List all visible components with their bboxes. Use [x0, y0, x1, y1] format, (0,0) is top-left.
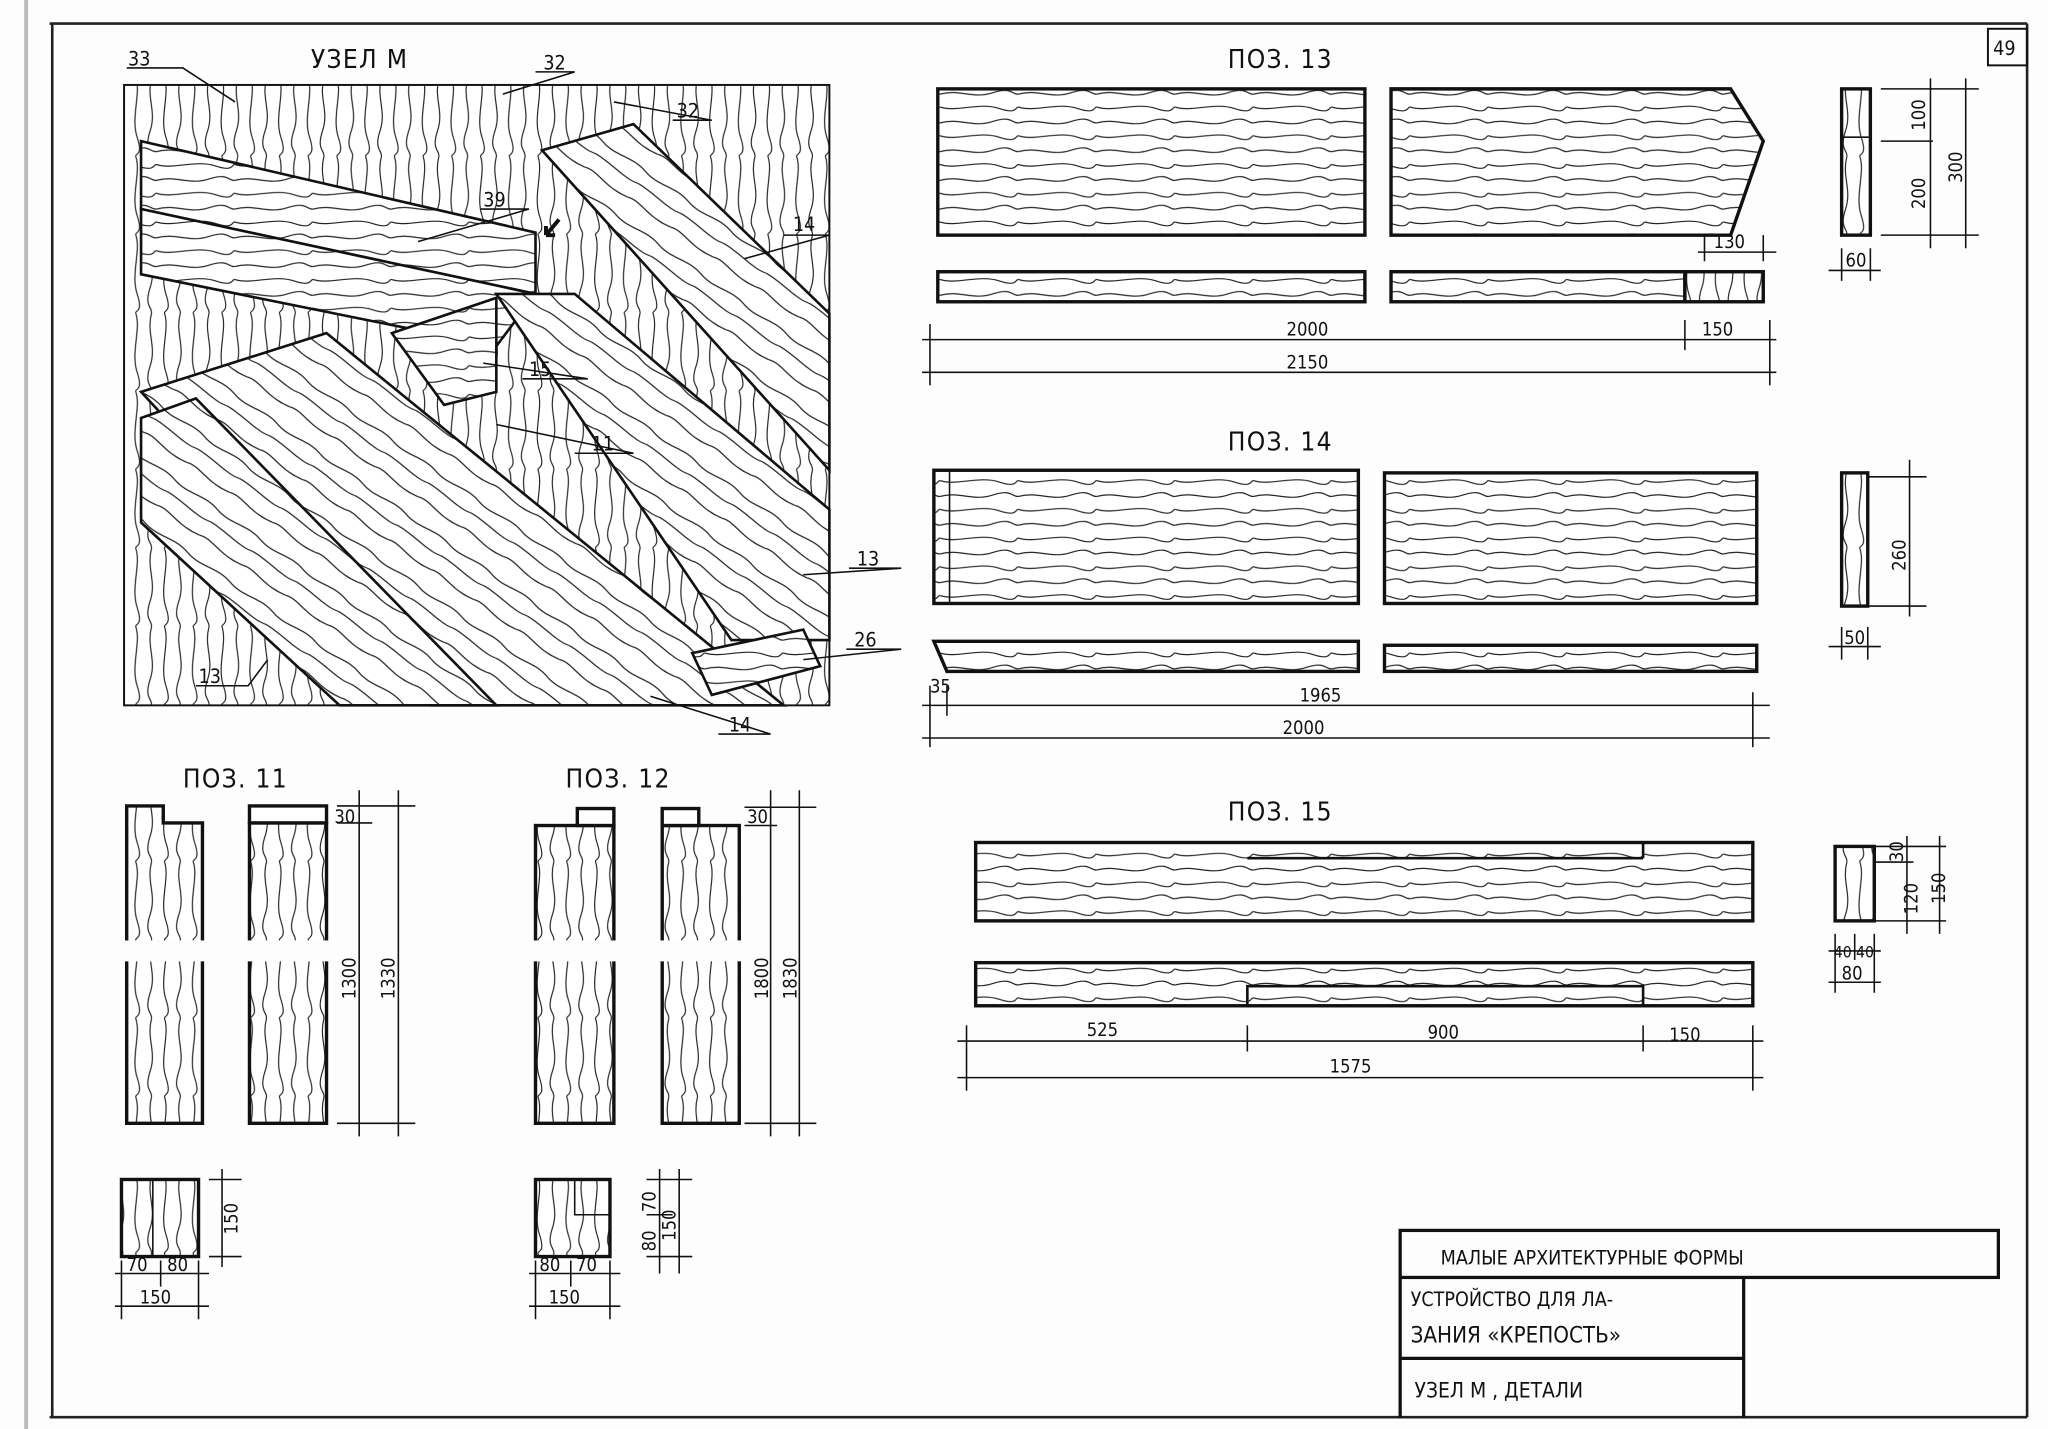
page-number: 49	[1993, 37, 2015, 60]
pos15-dim-a: 525	[1087, 1020, 1118, 1041]
pos11-sec-w1: 70	[127, 1255, 148, 1276]
sheet-frame	[24, 0, 2029, 1429]
pos14-sec-h: 260	[1890, 539, 1911, 570]
pos15-sec-w2: 40	[1856, 942, 1874, 961]
pos11-sec-h: 150	[222, 1203, 243, 1234]
pos15-detail: ПОЗ. 15 525 900 150 1575 30 120 150 40 4…	[957, 797, 1950, 1091]
callout-32b: 32	[677, 100, 699, 123]
pos14-dim-bevel: 35	[930, 676, 951, 697]
callout-13: 13	[857, 548, 879, 571]
pos13-dim-tip: 130	[1714, 232, 1745, 253]
node-m-title: УЗЕЛ М	[311, 45, 408, 75]
callout-14: 14	[793, 213, 815, 236]
callout-13b: 13	[199, 665, 221, 688]
callout-14b: 14	[729, 713, 751, 736]
callout-33: 33	[128, 47, 150, 70]
pos13-title: ПОЗ. 13	[1228, 45, 1333, 75]
title-series: МАЛЫЕ АРХИТЕКТУРНЫЕ ФОРМЫ	[1441, 1246, 1744, 1269]
pos14-sec-w: 50	[1844, 628, 1865, 649]
pos13-sec-w: 60	[1846, 251, 1867, 272]
pos13-sec-h: 300	[1946, 152, 1967, 183]
callout-39: 39	[483, 188, 505, 211]
callout-26: 26	[854, 629, 876, 652]
pos12-sec-h1: 70	[640, 1191, 661, 1212]
pos12-sec-w1: 80	[539, 1255, 560, 1276]
pos15-sec-h2: 120	[1901, 883, 1922, 914]
pos15-dim-total: 1575	[1330, 1056, 1372, 1077]
pos11-dim-total: 1330	[378, 957, 399, 999]
pos12-dim-length: 1800	[752, 957, 773, 999]
node-m-view: УЗЕЛ М 33 32 32 39 14 15 11 13 26 13 14	[123, 45, 902, 736]
pos14-detail: ПОЗ. 14 35 1965 2000 260 50	[922, 428, 1927, 748]
title-sheet: УЗЕЛ М , ДЕТАЛИ	[1415, 1379, 1584, 1403]
pos14-dim-length: 1965	[1300, 685, 1342, 706]
pos12-sec-h2: 80	[640, 1230, 661, 1251]
pos13-sec-h1: 100	[1909, 99, 1930, 130]
pos11-detail: ПОЗ. 11 30 1300 1330 150 70 80 150	[114, 765, 416, 1320]
pos13-dim-end: 150	[1702, 320, 1733, 341]
pos15-sec-w1: 40	[1834, 942, 1852, 961]
callout-11: 11	[592, 433, 614, 456]
callout-15: 15	[529, 358, 551, 381]
pos12-detail: ПОЗ. 12 30 1800 1830 70 80 150 80 70 150	[522, 765, 817, 1320]
title-name-line2: ЗАНИЯ «КРЕПОСТЬ»	[1411, 1323, 1621, 1349]
pos14-title: ПОЗ. 14	[1228, 428, 1333, 458]
pos11-title: ПОЗ. 11	[183, 765, 288, 795]
title-name-line1: УСТРОЙСТВО ДЛЯ ЛА-	[1411, 1288, 1614, 1311]
pos13-dim-length: 2000	[1287, 320, 1329, 341]
pos15-dim-b: 900	[1428, 1022, 1459, 1043]
pos11-dim-length: 1300	[339, 957, 360, 999]
pos13-sec-h2: 200	[1909, 178, 1930, 209]
pos13-dim-total: 2150	[1287, 352, 1329, 373]
pos11-sec-w: 150	[140, 1288, 171, 1309]
pos12-sec-w: 150	[549, 1288, 580, 1309]
title-block: МАЛЫЕ АРХИТЕКТУРНЫЕ ФОРМЫ УСТРОЙСТВО ДЛЯ…	[1398, 1228, 2000, 1418]
pos15-title: ПОЗ. 15	[1228, 797, 1333, 827]
callout-32: 32	[543, 51, 565, 74]
pos15-sec-h: 150	[1929, 873, 1950, 904]
pos12-dim-tenon: 30	[747, 807, 768, 828]
pos11-dim-tenon: 30	[334, 807, 355, 828]
pos15-sec-h1: 30	[1887, 841, 1908, 862]
pos12-title: ПОЗ. 12	[566, 765, 671, 795]
pos14-dim-total: 2000	[1283, 718, 1325, 739]
pos12-sec-w2: 70	[576, 1255, 597, 1276]
pos15-sec-w: 80	[1842, 964, 1863, 985]
pos13-detail: ПОЗ. 13 2000 150 2150 130 100 200 300 60	[922, 45, 1979, 386]
pos15-dim-c: 150	[1669, 1025, 1700, 1046]
pos11-sec-w2: 80	[167, 1255, 188, 1276]
page-number-box: 49	[1986, 27, 2029, 67]
pos12-dim-total: 1830	[781, 957, 802, 999]
pos12-sec-h: 150	[659, 1210, 680, 1241]
arrow-icon	[544, 218, 561, 238]
